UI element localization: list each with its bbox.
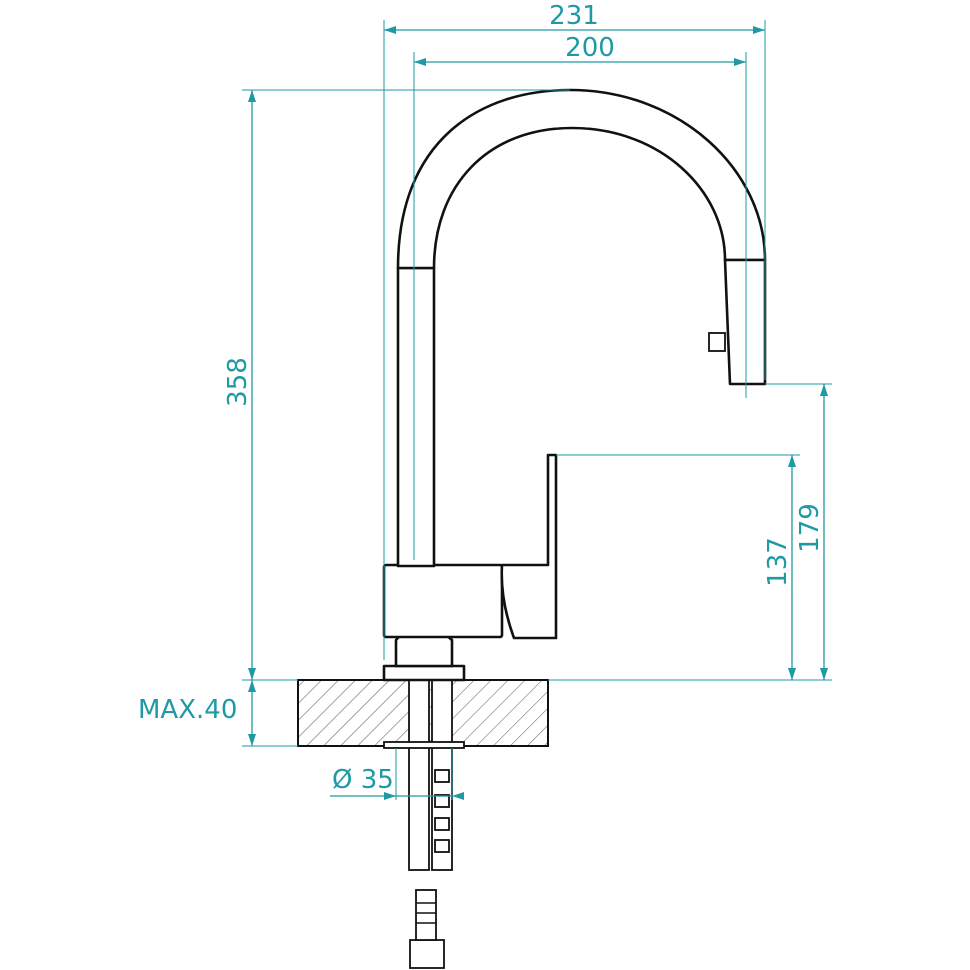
hose-fitting-stem (415, 889, 437, 941)
dimension-annotations: 231 200 358 MAX.40 137 179 (138, 1, 832, 800)
deck-washer (383, 741, 465, 749)
mixer-body (382, 563, 504, 639)
hose-marker-4 (434, 839, 450, 853)
dim-spout-reach: 200 (565, 33, 615, 63)
hose-marker-2 (434, 794, 450, 808)
spout-riser (396, 266, 436, 568)
dim-max-deck-thickness: MAX.40 (138, 695, 237, 725)
dim-lever-height: 137 (763, 537, 793, 587)
hose-fitting-nut (409, 939, 445, 969)
dim-outlet-height: 179 (795, 503, 825, 553)
faucet-outline (297, 88, 767, 969)
gooseneck-spout (396, 88, 767, 270)
supply-hose (408, 679, 430, 871)
lever-handle (500, 453, 558, 640)
hose-marker-3 (434, 817, 450, 831)
dim-overall-height: 358 (223, 357, 253, 407)
spray-head (723, 258, 767, 386)
base-plate (382, 664, 466, 682)
spray-button (708, 332, 726, 352)
dim-overall-width: 231 (549, 1, 599, 31)
hose-marker-1 (434, 769, 450, 783)
dim-hole-diameter: Ø 35 (332, 765, 394, 795)
